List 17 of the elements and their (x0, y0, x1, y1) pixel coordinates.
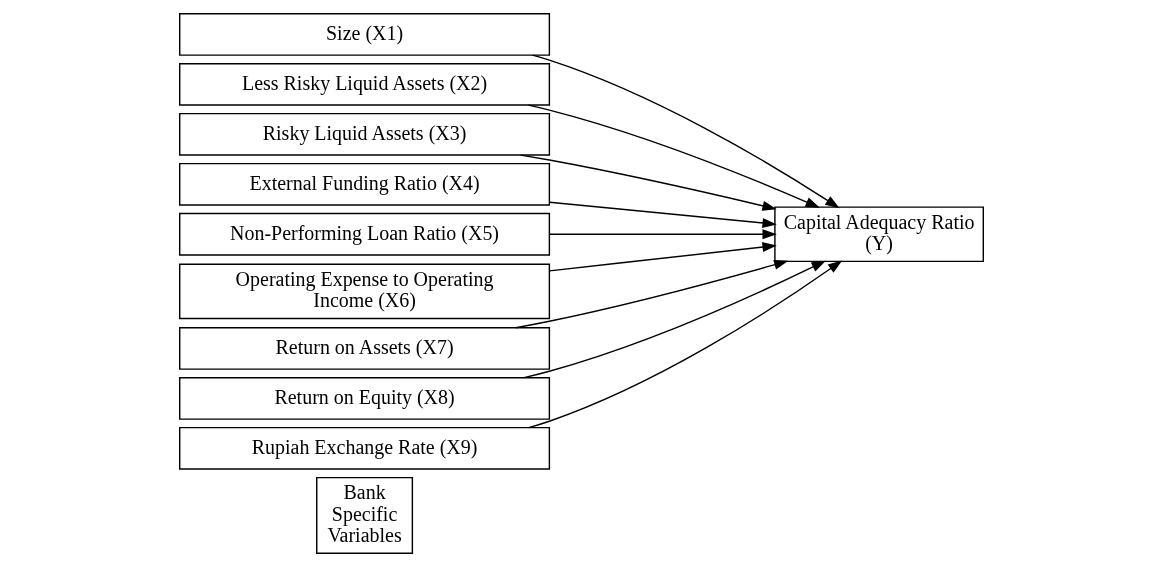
node-box: Risky Liquid Assets (X3) (178, 112, 550, 156)
node-box: Return on Equity (X8) (178, 377, 550, 420)
arrow (548, 229, 777, 240)
node-box: Bank Specific Variables (315, 476, 413, 554)
node-box: Operating Expense to Operating Income (X6) (178, 263, 550, 320)
node-box: Capital Adequacy Ratio (Y) (773, 206, 984, 263)
arrow (548, 242, 777, 272)
node-box: Rupiah Exchange Rate (X9) (178, 426, 550, 470)
arrow (548, 201, 777, 228)
arrow (527, 260, 842, 429)
arrow (531, 54, 840, 209)
node-box: Return on Assets (X7) (178, 327, 550, 370)
node-box: Non-Performing Loan Ratio (X5) (178, 212, 550, 256)
arrow (522, 260, 826, 379)
node-box: Less Risky Liquid Assets (X2) (178, 62, 550, 106)
node-box: External Funding Ratio (X4) (178, 162, 550, 206)
node-box: Size (X1) (178, 13, 550, 56)
